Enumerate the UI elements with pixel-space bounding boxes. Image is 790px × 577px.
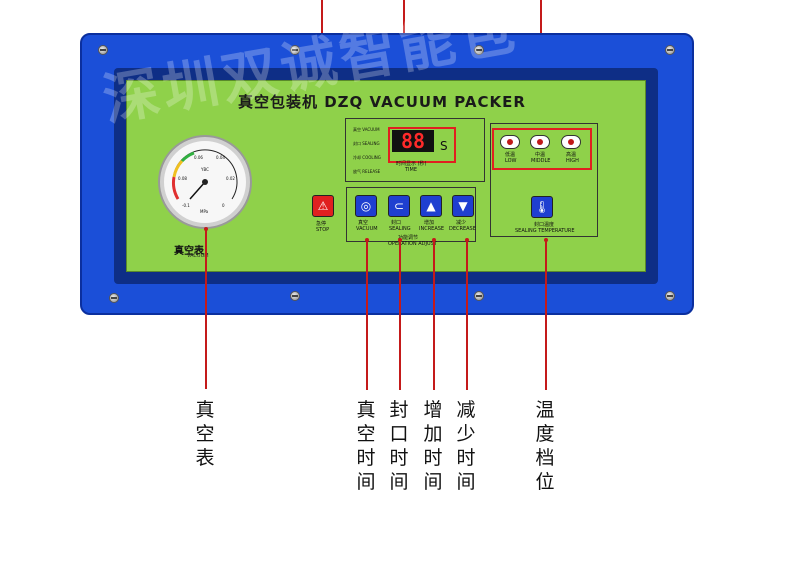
- sealing-temperature-button[interactable]: 🌡: [531, 196, 553, 218]
- callout-line-vacuum: [366, 240, 368, 390]
- triangle-up-icon: ▲: [426, 199, 436, 213]
- operation-group-cn: 功能调节: [398, 235, 419, 241]
- gauge-unit: MPa: [200, 209, 209, 214]
- indicator-sealing: 封口 SEALING: [353, 141, 380, 146]
- screw: [98, 45, 108, 55]
- stop-label-cn: 急停: [316, 221, 327, 227]
- callout-vacuum-time: 真空时间: [356, 399, 376, 493]
- callout-decrease-time: 减少时间: [456, 399, 476, 493]
- increase-button[interactable]: ▲: [420, 195, 442, 217]
- callout-line-increase: [433, 240, 435, 390]
- temp-high-cn: 高温: [566, 152, 577, 158]
- callout-line-temperature: [545, 240, 547, 390]
- led-middle: [530, 135, 550, 149]
- sealing-icon: ⊂: [393, 199, 405, 213]
- temp-high-en: HIGH: [566, 158, 579, 164]
- gauge-tick: 0.06: [194, 155, 203, 160]
- temp-middle-en: MIDDLE: [531, 158, 551, 164]
- sealing-temp-label-cn: 封口温度: [534, 222, 555, 228]
- callout-line-decrease: [466, 240, 468, 390]
- screw: [665, 291, 675, 301]
- callout-sealing-time: 封口时间: [389, 399, 409, 493]
- vacuum-label-cn: 真空: [358, 220, 369, 226]
- temp-middle-cn: 中温: [535, 152, 546, 158]
- time-display-frame: [345, 118, 485, 182]
- screw: [665, 45, 675, 55]
- screw: [109, 293, 119, 303]
- decrease-button[interactable]: ▼: [452, 195, 474, 217]
- gauge-tick: 0.04: [216, 155, 225, 160]
- sealing-label-en: SEALING: [389, 226, 411, 232]
- gauge-tick: -0.1: [182, 203, 190, 208]
- screw: [474, 45, 484, 55]
- operation-adjust-group: [346, 187, 476, 242]
- screw: [290, 45, 300, 55]
- gauge-tick: 0.02: [226, 176, 235, 181]
- vacuum-gauge: 0.06 0.04 0.08 0.02 -0.1 0 YBC MPa: [160, 137, 250, 227]
- temperature-group: [490, 123, 598, 237]
- gauge-tick: 0.08: [178, 176, 187, 181]
- display-label: 时间显示 (秒): [396, 161, 427, 167]
- gauge-sublabel: VACUUM: [187, 253, 209, 259]
- gauge-brand: YBC: [201, 167, 209, 172]
- stop-label-en: STOP: [316, 227, 330, 233]
- gauge-label: 真空表: [174, 246, 204, 257]
- screw: [290, 291, 300, 301]
- screw: [474, 291, 484, 301]
- sealing-button[interactable]: ⊂: [388, 195, 410, 217]
- gauge-tick: 0: [222, 203, 225, 208]
- decrease-label-cn: 减少: [456, 220, 467, 226]
- vacuum-label-en: VACUUM: [356, 226, 378, 232]
- decrease-label-en: DECREASE: [449, 226, 476, 232]
- display-highlight: [388, 127, 456, 163]
- temp-low-cn: 低温: [505, 152, 516, 158]
- vacuum-button[interactable]: ◎: [355, 195, 377, 217]
- operation-group-en: OPERATION ADJUST: [388, 241, 437, 247]
- callout-increase-time: 增加时间: [423, 399, 443, 493]
- thermometer-icon: 🌡: [534, 200, 550, 214]
- warning-icon: ⚠: [317, 199, 329, 213]
- indicator-cooling: 冷却 COOLING: [353, 155, 381, 160]
- vacuum-icon: ◎: [360, 199, 372, 213]
- indicator-vacuum: 真空 VACUUM: [353, 127, 380, 132]
- increase-label-cn: 增加: [424, 220, 435, 226]
- increase-label-en: INCREASE: [419, 226, 445, 232]
- display-label-en: TIME: [405, 167, 418, 173]
- sealing-label-cn: 封口: [391, 220, 402, 226]
- indicator-release: 放气 RELEASE: [353, 169, 381, 174]
- machine-title: 真空包装机 DZQ VACUUM PACKER: [238, 93, 526, 111]
- temp-low-en: LOW: [505, 158, 517, 164]
- time-readout: 88: [392, 130, 434, 152]
- led-low: [500, 135, 520, 149]
- stop-button[interactable]: ⚠: [312, 195, 334, 217]
- callout-vacuum-gauge: 真空表: [195, 399, 215, 469]
- led-high: [561, 135, 581, 149]
- callout-line-sealing: [399, 240, 401, 390]
- sealing-temp-label-en: SEALING TEMPERATURE: [515, 228, 575, 234]
- time-unit: S: [440, 139, 448, 153]
- callout-temp-level: 温度档位: [535, 399, 555, 493]
- callout-line-gauge: [205, 229, 207, 389]
- temperature-highlight: [492, 128, 592, 170]
- triangle-down-icon: ▼: [458, 199, 468, 213]
